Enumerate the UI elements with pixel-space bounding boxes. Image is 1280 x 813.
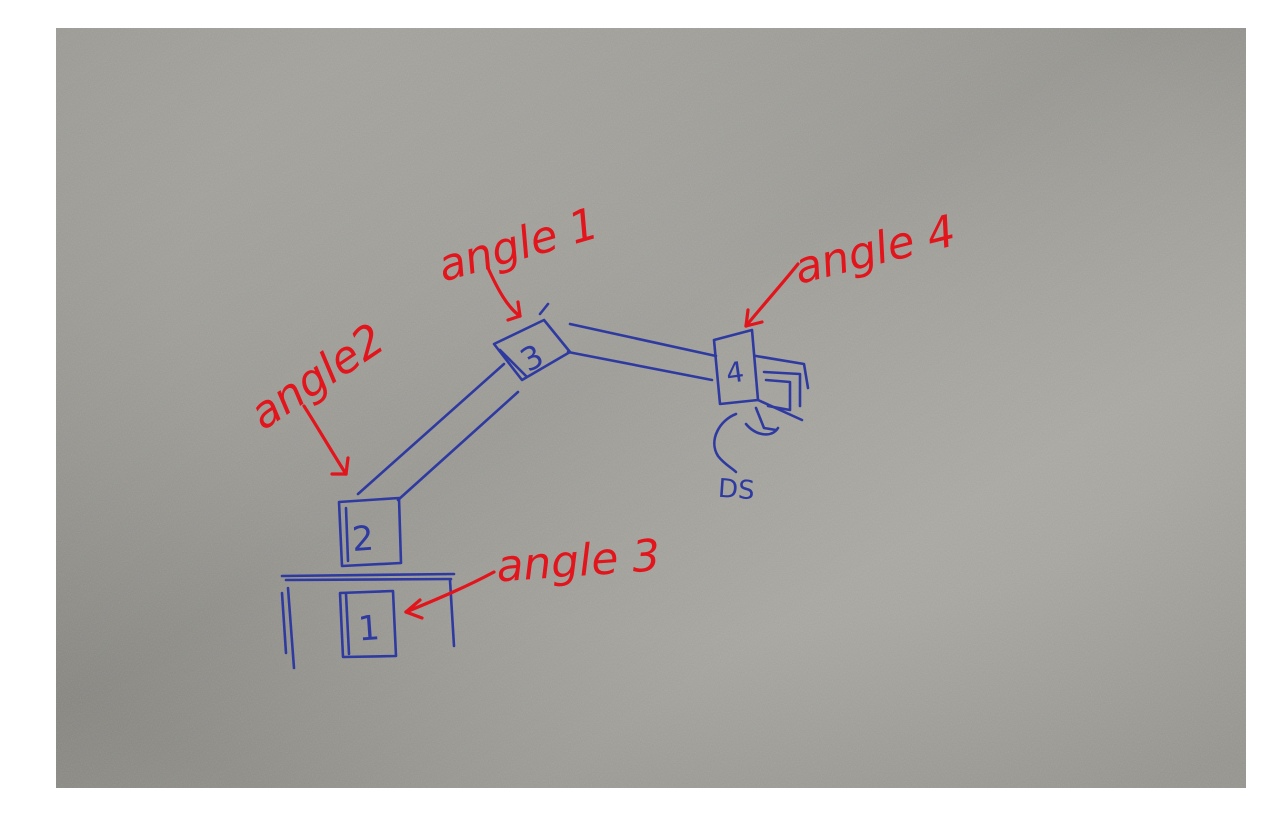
- joint-label-4: 4: [724, 355, 746, 390]
- sketch-canvas: 1 2 3 4 DS: [56, 28, 1246, 788]
- joint-label-2: 2: [351, 519, 375, 560]
- link-upper-arm: [356, 362, 520, 502]
- annotation-arrows: [302, 262, 800, 620]
- joint-1-box: [338, 589, 398, 659]
- base-platform: [280, 572, 456, 670]
- joint-2-box: [337, 496, 403, 568]
- joint-label-1: 1: [357, 608, 381, 649]
- gripper: [713, 354, 810, 474]
- joint-labels: 1 2 3 4 DS: [351, 336, 756, 649]
- robot-arm-sketch: [280, 302, 810, 670]
- arrow-angle-4: [744, 262, 800, 328]
- gripper-note: DS: [717, 474, 756, 506]
- paper-photo: 1 2 3 4 DS: [56, 28, 1246, 788]
- link-forearm: [566, 322, 718, 382]
- annotation-angle-3: angle 3: [495, 530, 662, 592]
- arrow-angle-2: [302, 404, 350, 476]
- arrow-angle-3: [404, 570, 496, 620]
- arrow-angle-1: [486, 266, 522, 322]
